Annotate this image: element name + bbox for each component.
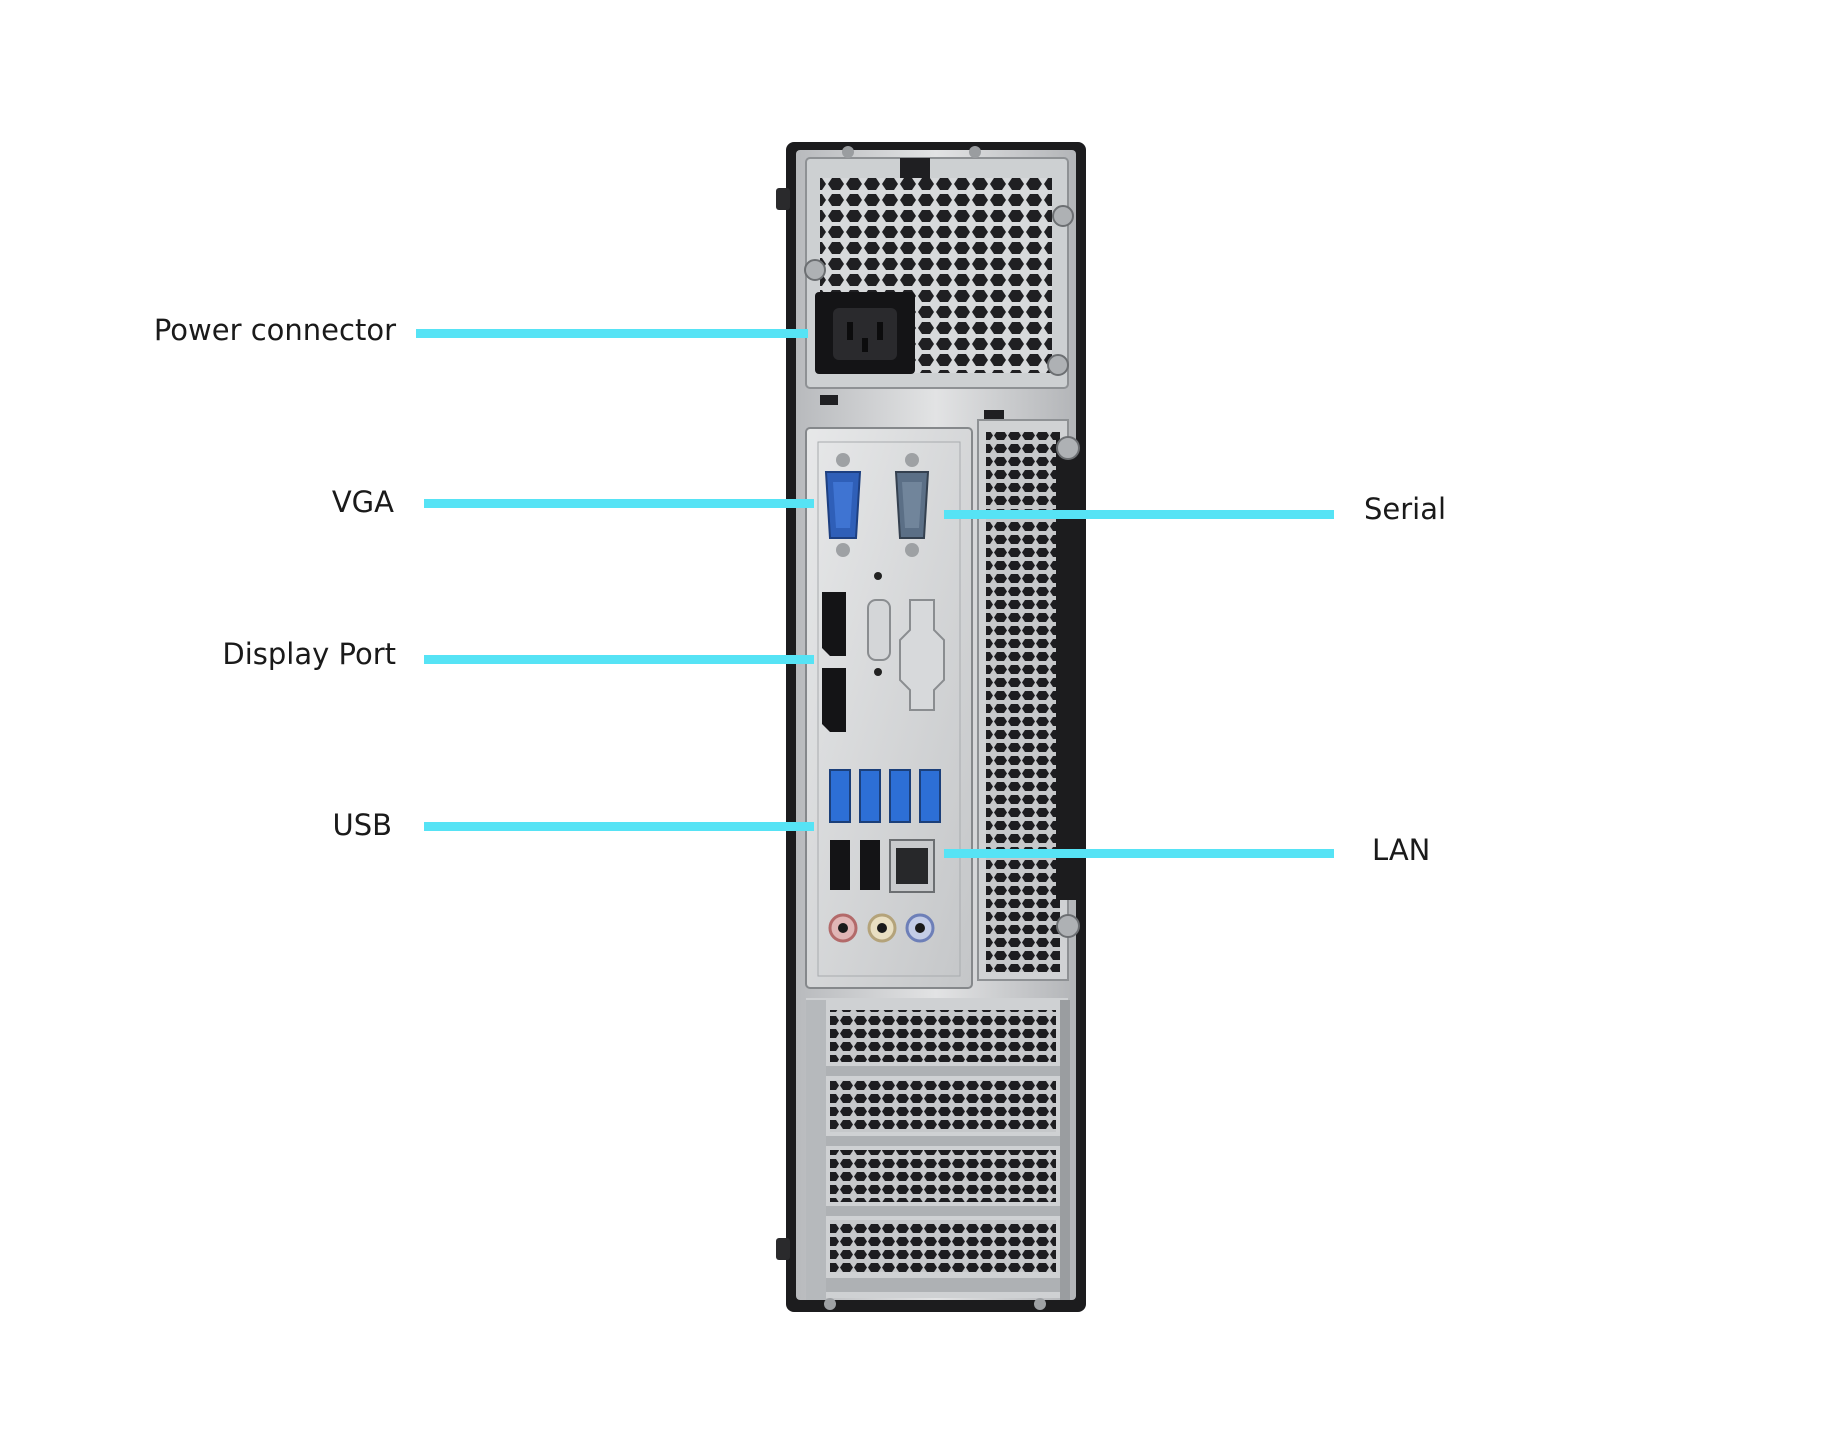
usb2-ports-icon [830, 840, 880, 890]
vga-label: VGA [331, 485, 394, 519]
power-connector-label: Power connector [153, 313, 396, 347]
knockout-covers [867, 572, 945, 711]
lan-leader [944, 849, 1334, 858]
usb-label: USB [332, 808, 392, 842]
side-vent [977, 419, 1086, 981]
lan-port-icon [889, 839, 935, 893]
displayport-icon [822, 592, 846, 732]
displayport-label: Display Port [222, 637, 396, 671]
serial-leader [944, 510, 1334, 519]
audio-jacks-icon [828, 913, 935, 943]
vga-leader [424, 499, 814, 508]
usb-leader [424, 822, 814, 831]
serial-label: Serial [1364, 492, 1447, 526]
expansion-slots [806, 998, 1070, 1310]
power-connector-icon [815, 292, 915, 374]
lan-label: LAN [1372, 833, 1431, 867]
power-connector-leader [416, 329, 808, 338]
usb3-ports-icon [829, 769, 941, 823]
displayport-leader [424, 655, 814, 664]
vga-port-icon [824, 453, 862, 557]
serial-port-icon [894, 453, 930, 557]
